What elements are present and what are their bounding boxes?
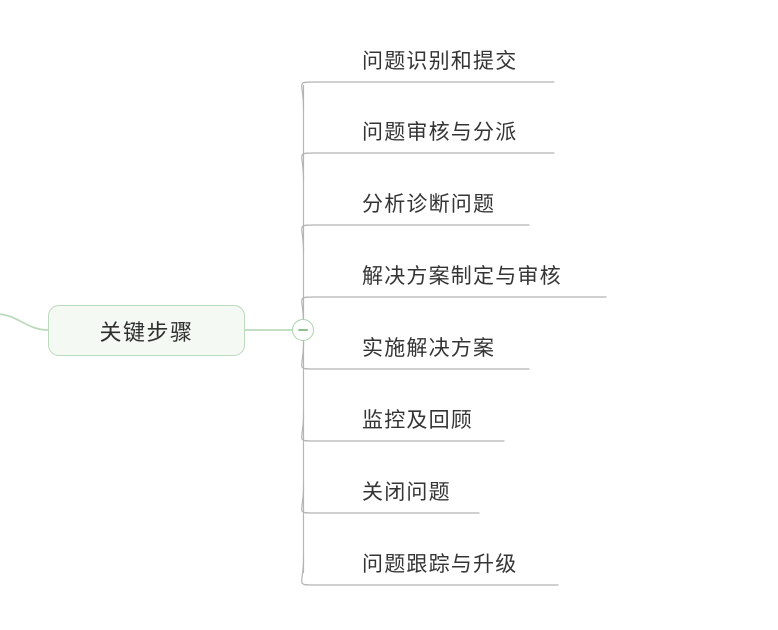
branch-connector: [301, 342, 530, 370]
branch-connector: [301, 224, 530, 252]
branch-connector: [301, 152, 555, 180]
branch-node-6[interactable]: 监控及回顾: [362, 404, 473, 434]
branch-node-label: 问题审核与分派: [362, 121, 518, 144]
branch-connector: [301, 414, 505, 442]
branch-node-label: 问题跟踪与升级: [362, 553, 518, 576]
branch-connectors: [301, 81, 607, 586]
branch-connector: [301, 81, 555, 109]
branch-node-label: 问题识别和提交: [362, 50, 518, 73]
branch-node-3[interactable]: 分析诊断问题: [362, 188, 495, 218]
branch-node-5[interactable]: 实施解决方案: [362, 332, 495, 362]
minus-glyph: [298, 329, 308, 331]
incoming-parent-connector: [0, 313, 49, 331]
branch-node-7[interactable]: 关闭问题: [362, 476, 451, 506]
branch-node-4[interactable]: 解决方案制定与审核: [362, 260, 562, 290]
branch-node-1[interactable]: 问题识别和提交: [362, 45, 517, 75]
collapse-minus-icon[interactable]: [292, 319, 314, 341]
branch-connector: [301, 296, 607, 324]
root-node-label: 关键步骤: [99, 319, 194, 345]
branch-node-8[interactable]: 问题跟踪与升级: [362, 548, 517, 578]
branch-node-2[interactable]: 问题审核与分派: [362, 116, 517, 146]
root-node[interactable]: 关键步骤: [48, 305, 245, 356]
branch-connector: [301, 558, 559, 586]
branch-node-label: 解决方案制定与审核: [362, 265, 562, 288]
branch-connector: [301, 486, 480, 514]
branch-node-label: 分析诊断问题: [362, 193, 496, 216]
branch-node-label: 实施解决方案: [362, 337, 496, 360]
branch-node-label: 关闭问题: [362, 481, 451, 504]
branch-node-label: 监控及回顾: [362, 409, 473, 432]
